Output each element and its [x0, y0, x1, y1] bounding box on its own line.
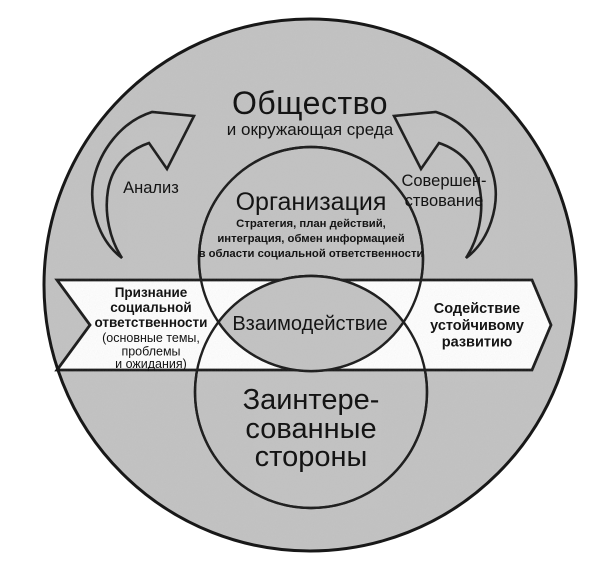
improvement-arrow-label-line2: ствование — [405, 192, 484, 210]
recognition-title-line2: социальной — [110, 300, 191, 315]
stakeholders-line2: сованные — [245, 413, 376, 445]
organization-subtitle-line2: интеграция, обмен информацией — [217, 233, 404, 245]
recognition-detail-line2: проблемы — [121, 345, 180, 359]
organization-title: Организация — [236, 188, 387, 216]
interaction-label: Взаимодействие — [232, 313, 387, 335]
scan-noise-texture — [46, 21, 574, 549]
organization-subtitle-line3: в области социальной ответственности — [199, 248, 424, 260]
society-title: Общество — [232, 85, 388, 121]
recognition-detail-line1: (основные темы, — [102, 331, 200, 345]
contribution-line3: развитию — [442, 335, 513, 351]
contribution-line1: Содействие — [434, 301, 520, 317]
improvement-arrow-label-line1: Совершен- — [401, 172, 486, 190]
recognition-detail-line3: и ожидания) — [115, 357, 187, 371]
contribution-line2: устойчивому — [430, 318, 524, 334]
society-subtitle: и окружающая среда — [227, 120, 394, 139]
stakeholders-line1: Заинтере- — [243, 384, 380, 416]
organization-subtitle-line1: Стратегия, план действий, — [236, 218, 386, 230]
recognition-title-line3: ответственности — [95, 315, 208, 330]
stakeholders-line3: стороны — [255, 441, 368, 473]
recognition-title-line1: Признание — [115, 285, 188, 300]
analysis-arrow-label: Анализ — [123, 179, 179, 197]
